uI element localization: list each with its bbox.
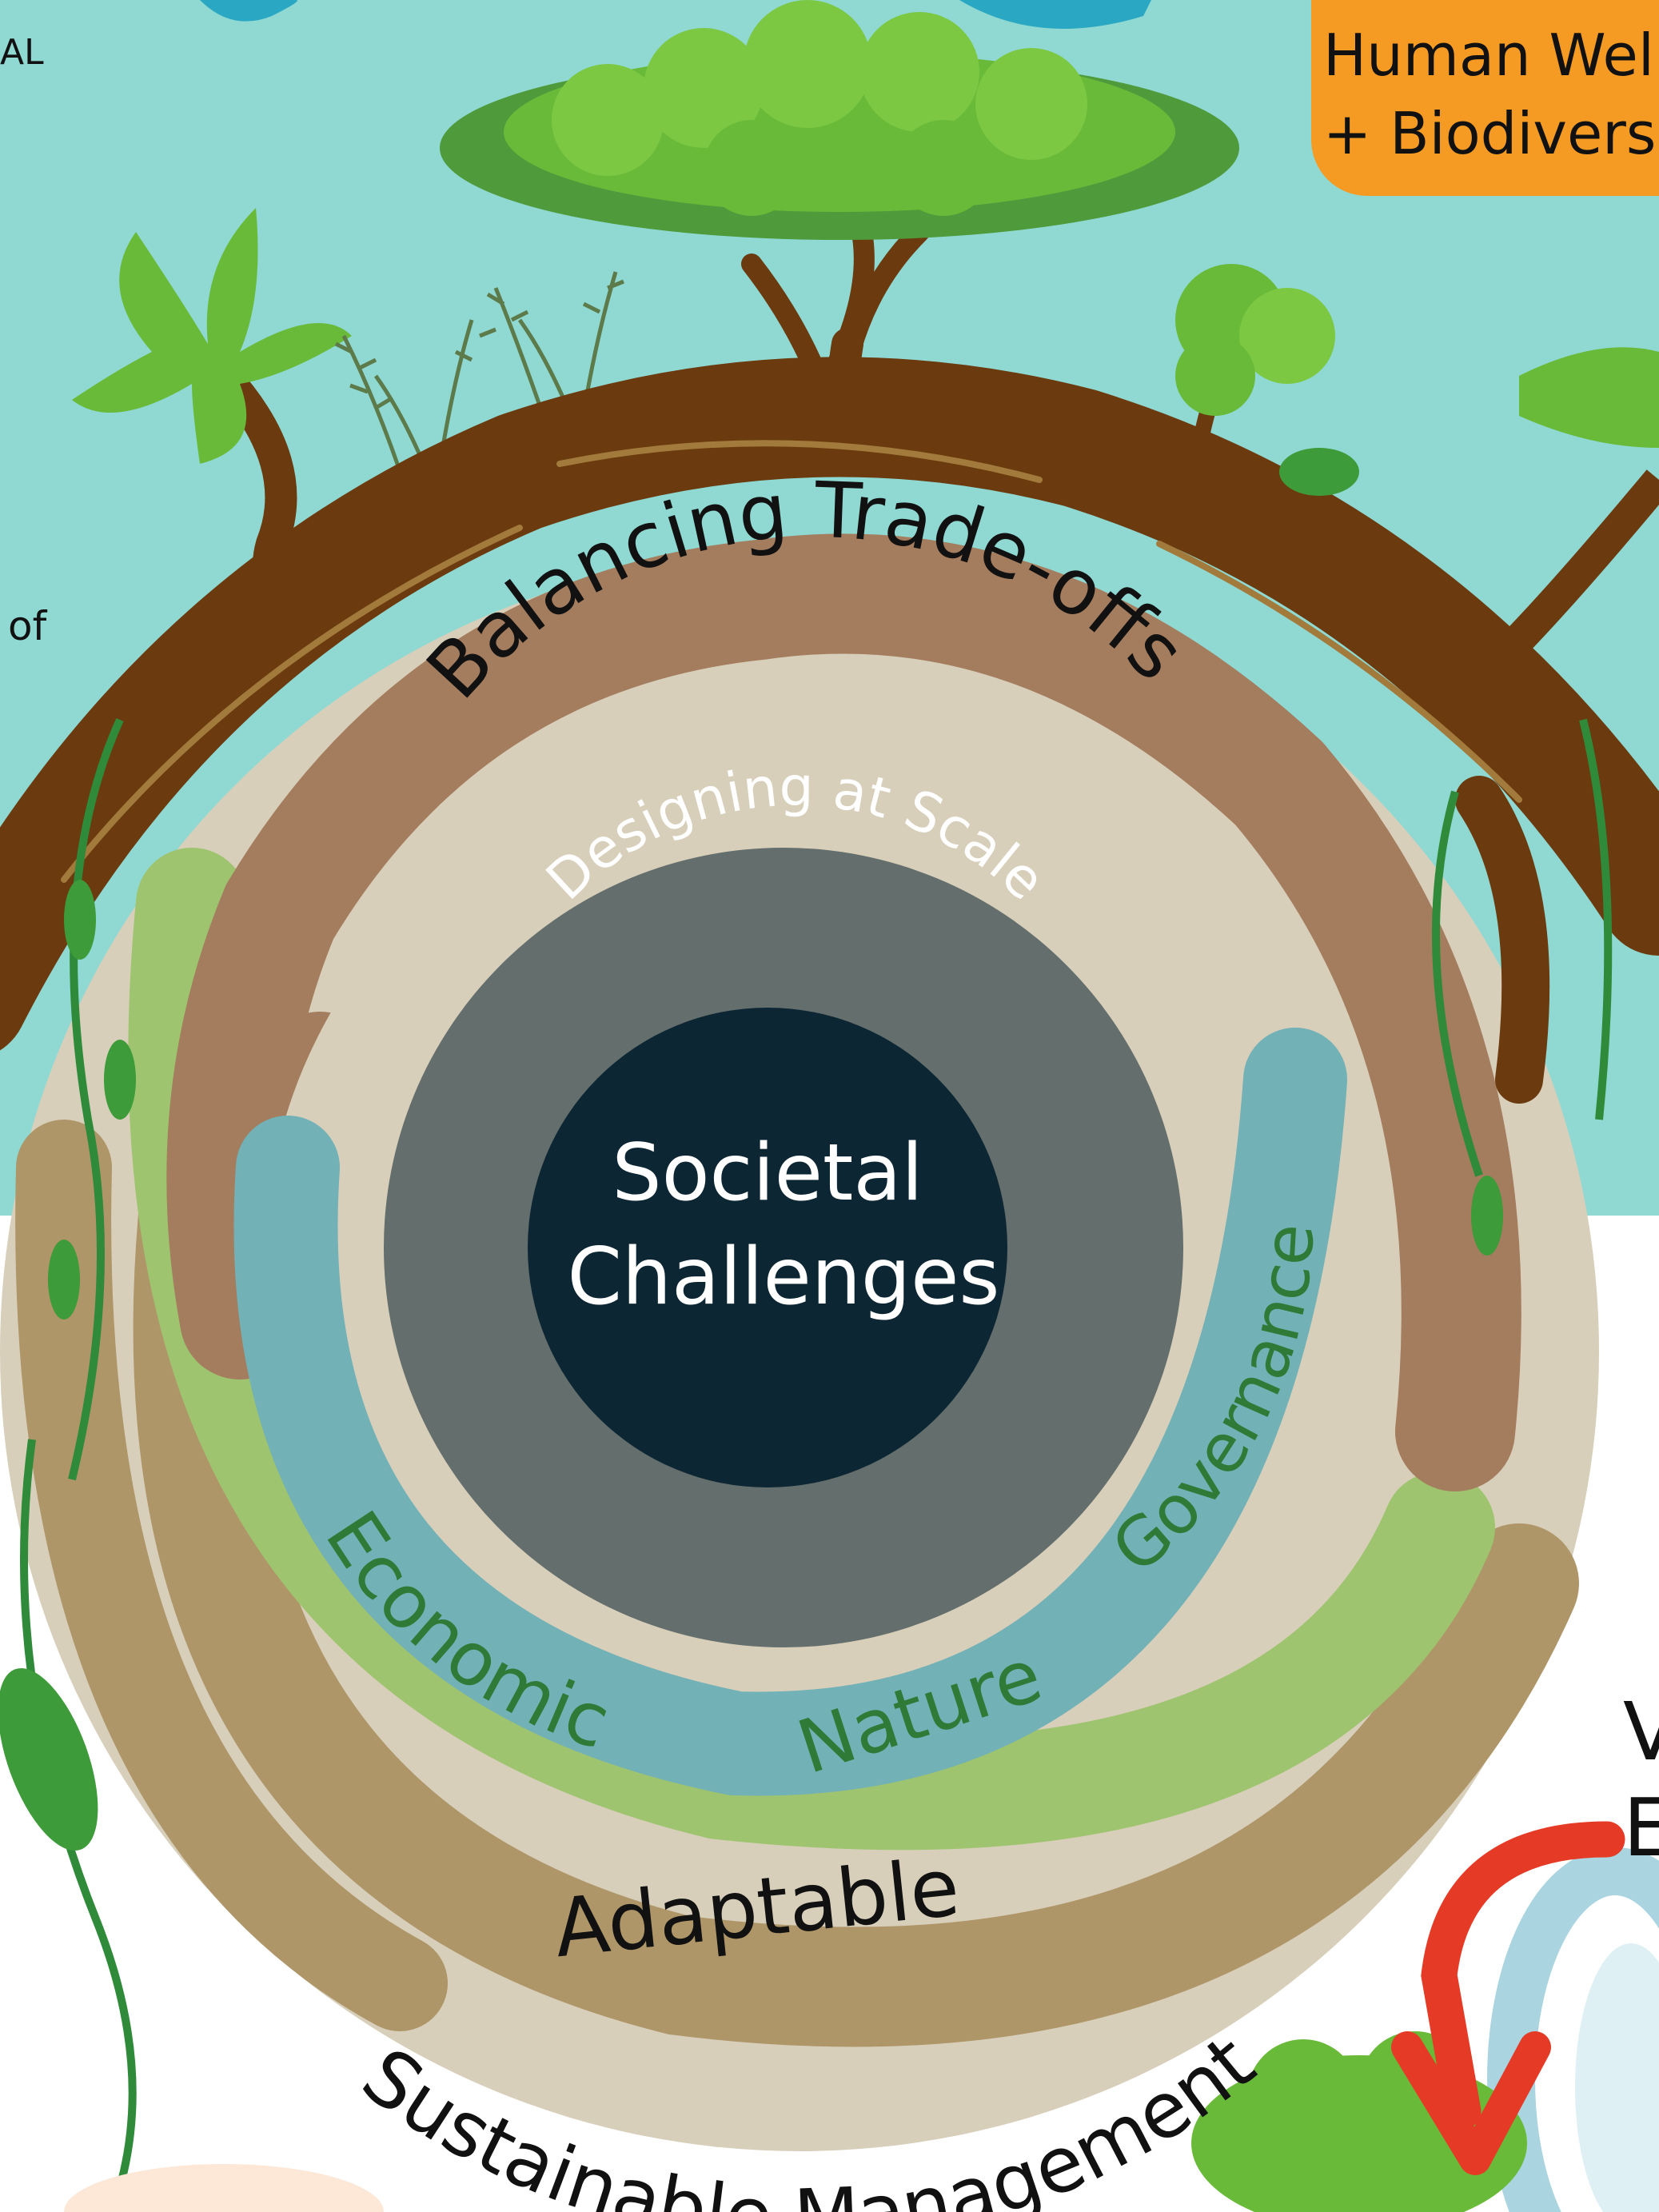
leaf-cluster xyxy=(0,448,1503,1851)
side-text-right-a: V xyxy=(1623,1685,1659,1779)
wellbeing-callout-text: Human Well-b + Biodiversit xyxy=(1323,16,1659,173)
pillars-band xyxy=(233,1028,1347,1796)
branch-arch xyxy=(0,328,1659,1104)
side-text-left-mid: of xyxy=(8,603,48,649)
side-text-right-b: E xyxy=(1623,1781,1659,1875)
sustainable-band xyxy=(133,1140,1579,2047)
vine-icon xyxy=(20,717,1613,2212)
tree-icon xyxy=(440,0,1239,426)
callout-line1: Human Well-b xyxy=(1323,22,1659,89)
arrow-icon xyxy=(1421,1821,1625,2130)
tree-icon xyxy=(1175,264,1335,449)
wellbeing-callout xyxy=(1311,0,1659,196)
title-lettering xyxy=(200,0,1151,29)
side-text-top-left: AL xyxy=(0,32,44,73)
core-label-line1: Societal xyxy=(612,1128,923,1219)
callout-line2: + Biodiversit xyxy=(1323,100,1659,167)
core-circle xyxy=(528,1008,1007,1487)
core-label-line2: Challenges xyxy=(567,1232,999,1323)
